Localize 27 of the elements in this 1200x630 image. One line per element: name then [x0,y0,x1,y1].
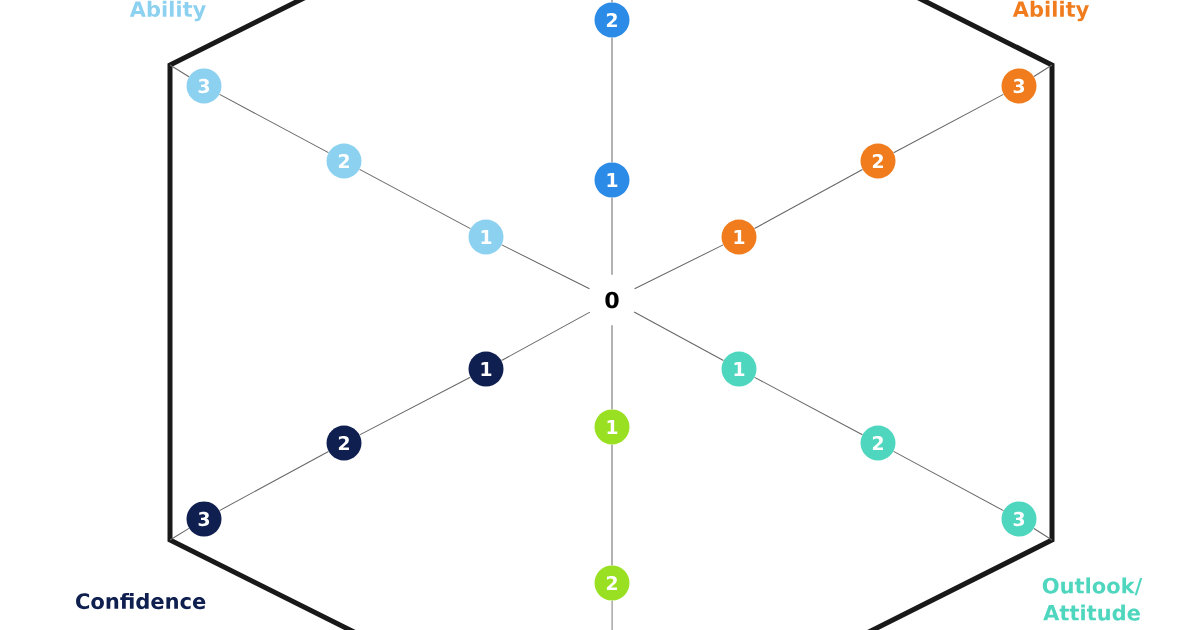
spoke-line [359,376,471,436]
spoke-line [611,197,613,276]
axis-label: Ability [129,0,206,22]
spoke-line [611,0,613,3]
spoke-line [219,450,329,512]
spoke-line [169,64,190,78]
axis-label: Outlook/ Attitude [1042,577,1143,621]
spoke-line [611,600,613,630]
spoke-line [219,93,329,154]
spoke-line [611,324,613,410]
spoke-line [1033,528,1053,541]
spoke-line [633,311,724,362]
spoke-line [754,169,863,229]
spoke-line [501,311,591,361]
spoke-line [893,450,1004,512]
spoke-line [501,244,590,290]
spoke-line [893,93,1004,154]
spoke-line [1033,64,1053,77]
axis-label: Confidence [76,592,206,610]
spoke-line [611,444,613,566]
spoke-line [169,527,190,541]
spoke-line [634,244,724,290]
axis-label: Ability [1012,0,1089,22]
spoke-line [754,376,863,436]
center-label: 0 [605,291,619,309]
spoke-line [359,168,471,230]
spoke-line [611,37,613,163]
